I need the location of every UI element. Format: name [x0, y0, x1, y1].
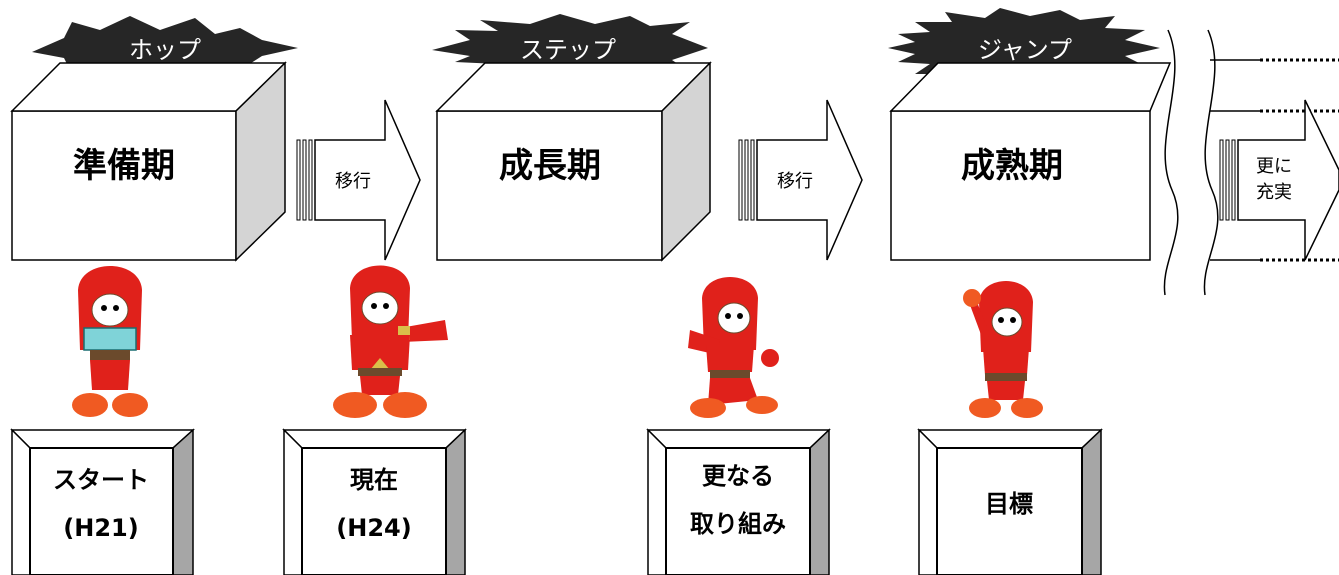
milestone-box-start: スタート (H21)	[10, 428, 195, 575]
break-mark	[1163, 29, 1339, 296]
transition-arrow: 移行	[296, 99, 421, 261]
milestone-label-line2: (H21)	[63, 514, 138, 542]
burst-label: ジャンプ	[978, 36, 1072, 64]
transition-arrow: 更に 充実	[1219, 99, 1339, 261]
milestone-label-line1: 現在	[350, 466, 398, 494]
milestone-label-line1: 更なる	[702, 462, 774, 490]
red-ninja-mascot-icon	[333, 265, 448, 418]
phase-box	[889, 62, 1172, 261]
phase-label: 成長期	[499, 146, 601, 186]
transition-label: 移行	[335, 171, 371, 192]
milestone-label-line1: スタート	[53, 466, 149, 494]
red-ninja-mascot-icon	[963, 281, 1043, 418]
transition-label-line1: 更に	[1256, 156, 1292, 177]
milestone-label-line2: (H24)	[336, 514, 411, 542]
phase-label: 準備期	[73, 146, 175, 186]
stage-hop: ホップ 準備期	[10, 16, 298, 262]
phase-box	[435, 61, 712, 262]
red-ninja-mascot-icon	[688, 277, 779, 418]
stage-jump: ジャンプ 成熟期	[888, 8, 1172, 261]
milestone-label: 目標	[985, 490, 1033, 518]
milestone-box-further: 更なる 取り組み	[646, 428, 831, 575]
burst-label: ホップ	[129, 36, 201, 64]
milestone-box-current: 現在 (H24)	[282, 428, 467, 575]
red-ninja-mascot-icon	[72, 266, 148, 417]
burst-label: ステップ	[520, 36, 616, 64]
milestone-label-line2: 取り組み	[690, 510, 786, 538]
transition-label-line2: 充実	[1256, 182, 1292, 203]
transition-arrow: 移行	[738, 99, 863, 261]
transition-label: 移行	[777, 171, 813, 192]
stage-step: ステップ 成長期	[432, 14, 712, 262]
milestone-box-goal: 目標	[917, 428, 1103, 575]
phase-label: 成熟期	[961, 146, 1063, 186]
phase-box	[10, 61, 287, 262]
